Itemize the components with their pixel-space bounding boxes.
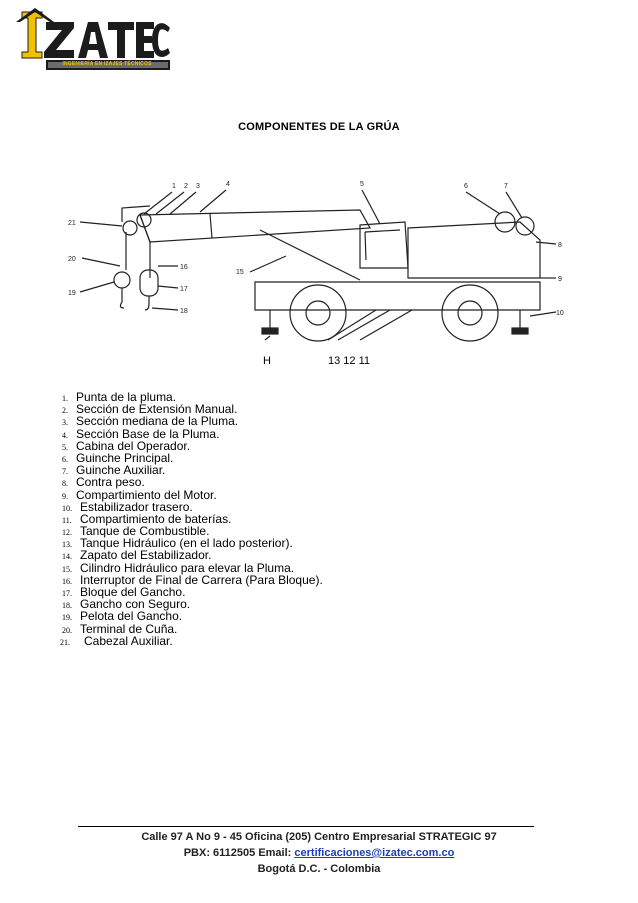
list-item: 10.Estabilizador trasero. xyxy=(62,499,193,514)
callout-4: 4 xyxy=(226,181,230,188)
list-item: 11.Compartimiento de baterías. xyxy=(62,511,232,526)
footer-city: Bogotá D.C. - Colombia xyxy=(257,863,381,875)
diagram-label-13-12-11: 13 12 11 xyxy=(328,355,371,367)
page-title: COMPONENTES DE LA GRÚA xyxy=(238,121,400,133)
callout-9: 9 xyxy=(558,276,562,283)
list-item: 19.Pelota del Gancho. xyxy=(62,609,183,624)
footer-divider xyxy=(78,826,534,827)
callout-20: 20 xyxy=(68,256,76,263)
footer-contact: PBX: 6112505 Email: certificaciones@izat… xyxy=(0,847,638,859)
callout-6: 6 xyxy=(464,183,468,190)
logo-tagline: INGENIERÍA EN IZAJES TÉCNICOS xyxy=(62,60,152,67)
callout-19: 19 xyxy=(68,290,76,297)
list-item: 20.Terminal de Cuña. xyxy=(62,621,178,636)
list-item: 4.Sección Base de la Pluma. xyxy=(62,426,220,441)
list-item: 18.Gancho con Seguro. xyxy=(62,597,191,612)
callout-18: 18 xyxy=(180,308,188,315)
list-item: 15.Cilindro Hidráulico para elevar la Pl… xyxy=(62,560,295,575)
list-item: 7.Guinche Auxiliar. xyxy=(62,463,166,478)
list-item: 16.Interruptor de Final de Carrera (Para… xyxy=(62,572,323,587)
callout-21: 21 xyxy=(68,220,76,227)
callout-17: 17 xyxy=(180,286,188,293)
callout-5: 5 xyxy=(360,181,364,188)
list-item: 8.Contra peso. xyxy=(62,475,145,490)
list-item: 6.Guinche Principal. xyxy=(62,450,174,465)
list-item: 21.Cabezal Auxiliar. xyxy=(60,633,173,648)
callout-2: 2 xyxy=(184,183,188,190)
list-item: 5.Cabina del Operador. xyxy=(62,438,191,453)
components-list: 1.Punta de la pluma. 2.Sección de Extens… xyxy=(60,390,323,648)
callout-15: 15 xyxy=(236,269,244,276)
crane-diagram: 1 2 3 4 5 6 7 8 9 10 21 20 19 16 17 18 1… xyxy=(68,181,564,342)
diagram-label-h: H xyxy=(263,355,271,367)
list-item: 13.Tanque Hidráulico (en el lado posteri… xyxy=(62,536,293,551)
footer-phone: PBX: 6112505 Email: xyxy=(183,847,295,859)
list-item: 2.Sección de Extensión Manual. xyxy=(62,402,238,417)
footer-address: Calle 97 A No 9 - 45 Oficina (205) Centr… xyxy=(141,831,497,843)
callout-1: 1 xyxy=(172,183,176,190)
list-item: 12.Tanque de Combustible. xyxy=(62,524,210,539)
callout-16: 16 xyxy=(180,264,188,271)
footer-email-link[interactable]: certificaciones@izatec.com.co xyxy=(294,847,455,859)
list-item: 14.Zapato del Estabilizador. xyxy=(62,548,212,563)
callout-3: 3 xyxy=(196,183,200,190)
list-item: 9.Compartimiento del Motor. xyxy=(62,487,217,502)
izatec-logo xyxy=(16,8,170,70)
callout-7: 7 xyxy=(504,183,508,190)
list-item: 3.Sección mediana de la Pluma. xyxy=(62,414,239,429)
callout-10: 10 xyxy=(556,310,564,317)
list-item: 17.Bloque del Gancho. xyxy=(62,585,186,599)
list-item: 1.Punta de la pluma. xyxy=(62,390,177,404)
callout-8: 8 xyxy=(558,242,562,249)
